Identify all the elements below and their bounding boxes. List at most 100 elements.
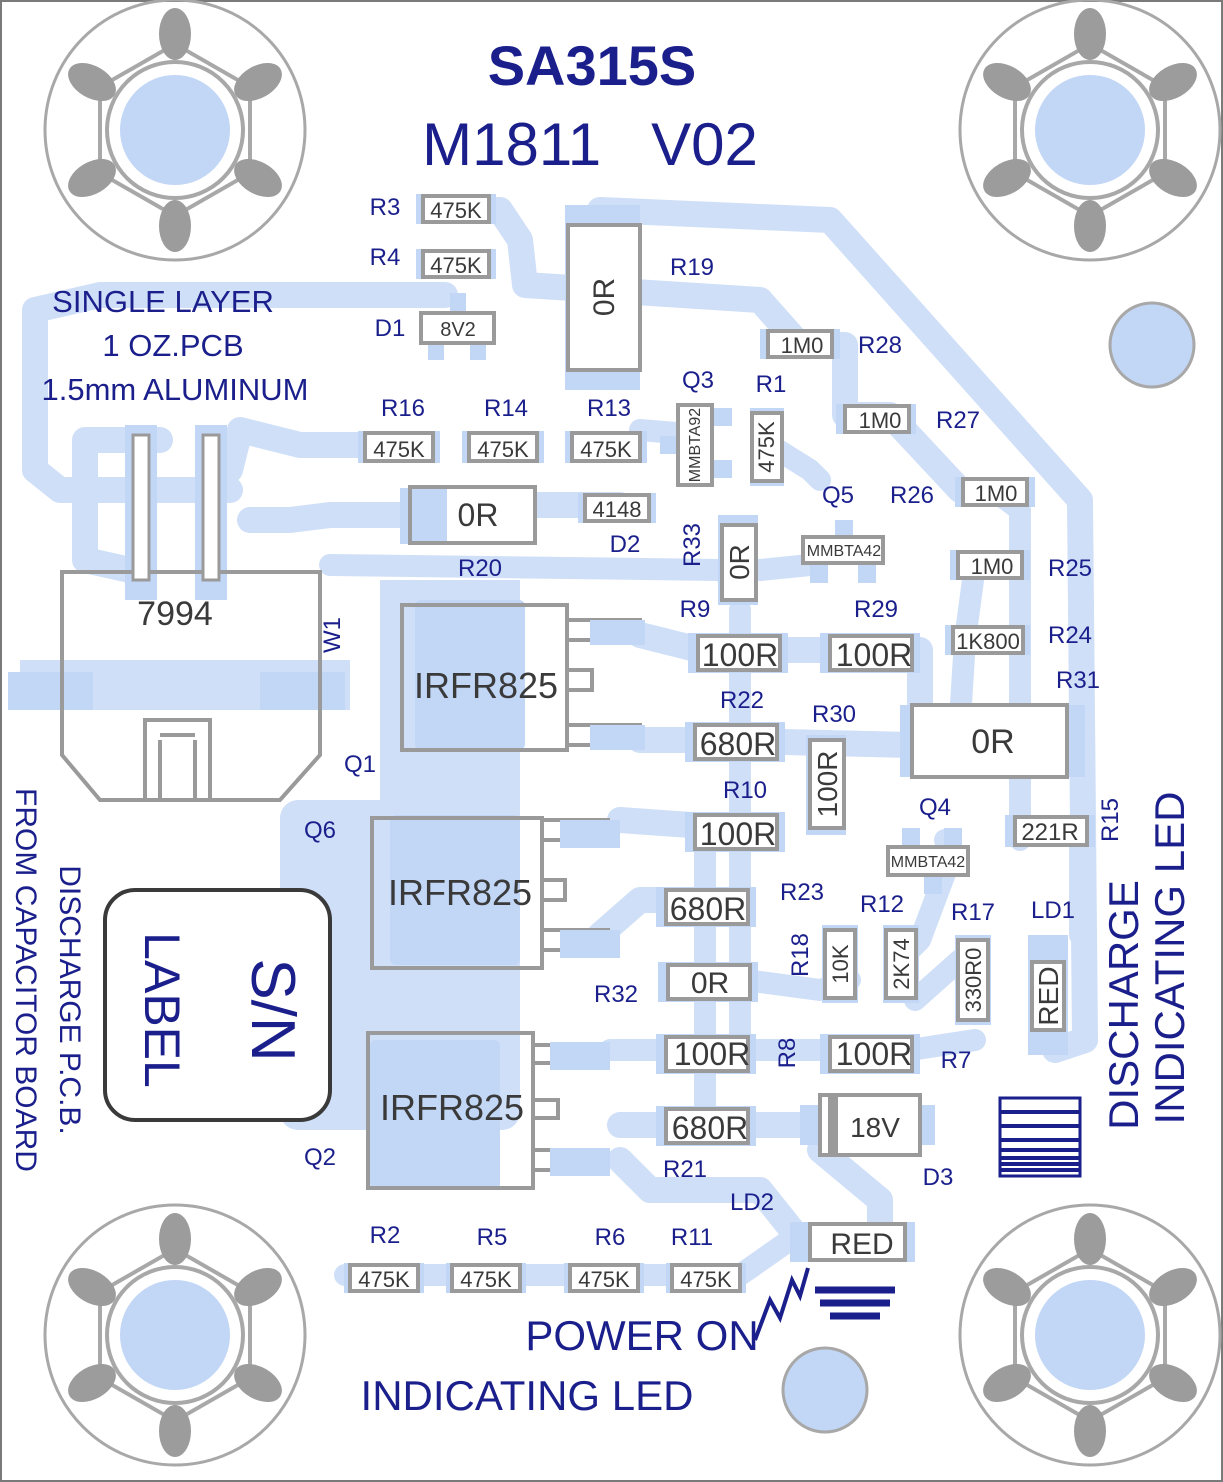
mounting-hole-top-left — [43, 0, 307, 262]
R14-value: 475K — [477, 437, 529, 462]
component-R6: 475K R6 — [564, 1224, 644, 1293]
component-R24: 1K800 R24 — [945, 622, 1092, 655]
R4-value: 475K — [430, 253, 482, 278]
R32-ref: R32 — [594, 981, 638, 1008]
R31-ref: R31 — [1056, 667, 1100, 694]
component-R11: 475K R11 — [666, 1224, 746, 1293]
R28-ref: R28 — [858, 332, 902, 359]
component-R16: 475K R16 — [358, 395, 440, 463]
R2-value: 475K — [358, 1267, 410, 1292]
R1-ref: R1 — [756, 371, 787, 398]
D2-value: 4148 — [593, 497, 642, 522]
Q3-ref: Q3 — [682, 367, 714, 394]
component-R30: 100R R30 — [806, 701, 856, 835]
label-box-sn: S/N — [238, 958, 307, 1061]
R31-value: 0R — [971, 723, 1014, 761]
bottom-caption-line1: POWER ON — [525, 1312, 758, 1359]
R12-value: 2K74 — [889, 938, 914, 989]
Q6-ref: Q6 — [304, 817, 336, 844]
W1-value: 7994 — [137, 595, 213, 633]
board-note-layer: SINGLE LAYER — [52, 284, 274, 319]
R3-value: 475K — [430, 198, 482, 223]
right-caption-line1: DISCHARGE — [1100, 880, 1147, 1130]
LD2-value: RED — [830, 1228, 893, 1261]
R25-value: 1M0 — [971, 554, 1014, 579]
R19-ref: R19 — [670, 254, 714, 281]
component-Q2: IRFR825 Q2 — [304, 1031, 610, 1190]
component-R17: 330R0 R17 — [951, 899, 995, 1025]
R30-value: 100R — [812, 751, 843, 818]
R5-ref: R5 — [477, 1224, 508, 1251]
W1-ref: W1 — [319, 617, 346, 653]
R3-ref: R3 — [370, 194, 401, 221]
R27-value: 1M0 — [859, 408, 902, 433]
component-R7: 100R R7 — [820, 1034, 971, 1074]
board-note-copper: 1 OZ.PCB — [102, 328, 243, 363]
R28-value: 1M0 — [781, 333, 824, 358]
fiducial-hole — [781, 1346, 869, 1434]
R18-value: 10K — [828, 944, 853, 983]
R22-value: 680R — [700, 726, 777, 762]
R7-ref: R7 — [941, 1047, 972, 1074]
fiducial-hole — [1108, 301, 1196, 389]
R7-value: 100R — [836, 1036, 913, 1072]
mounting-hole-top-right — [958, 0, 1222, 262]
component-R21: 680R R21 — [656, 1106, 756, 1183]
R10-value: 100R — [700, 816, 777, 852]
Q6-value: IRFR825 — [388, 872, 532, 913]
D1-ref: D1 — [375, 315, 406, 342]
component-R4: 475K R4 — [370, 244, 496, 279]
board-note-material: 1.5mm ALUMINUM — [42, 372, 309, 407]
component-R28: 1M0 R28 — [760, 329, 902, 359]
R9-value: 100R — [702, 637, 779, 673]
R19-value: 0R — [588, 278, 621, 316]
Q4-value: MMBTA42 — [891, 854, 965, 871]
R14-ref: R14 — [484, 395, 528, 422]
R2-ref: R2 — [370, 1222, 401, 1249]
Q2-ref: Q2 — [304, 1144, 336, 1171]
R16-ref: R16 — [381, 395, 425, 422]
component-D3: 18V D3 — [800, 1093, 953, 1191]
left-caption-line1: DISCHARGE P.C.B. — [53, 865, 86, 1135]
component-R25: 1M0 R25 — [950, 550, 1092, 582]
component-Q4: MMBTA42 Q4 — [886, 794, 970, 894]
mounting-hole-bottom-right — [958, 1203, 1222, 1467]
R33-ref: R33 — [679, 523, 706, 567]
R17-ref: R17 — [951, 899, 995, 926]
R4-ref: R4 — [370, 244, 401, 271]
Q5-ref: Q5 — [822, 482, 854, 509]
component-R1: 475K R1 — [750, 371, 786, 486]
component-R3: 475K R3 — [370, 194, 496, 224]
Q2-value: IRFR825 — [380, 1087, 524, 1128]
R26-ref: R26 — [890, 482, 934, 509]
R24-value: 1K800 — [956, 629, 1020, 654]
component-R9: 100R R9 — [680, 596, 788, 673]
component-R2: 475K R2 — [344, 1222, 424, 1293]
led-symbol-icon — [753, 1267, 895, 1341]
R11-value: 475K — [680, 1267, 732, 1292]
R26-value: 1M0 — [975, 481, 1018, 506]
R27-ref: R27 — [936, 407, 980, 434]
LD2-ref: LD2 — [730, 1189, 774, 1216]
R24-ref: R24 — [1048, 622, 1092, 649]
component-D1: 8V2 D1 — [375, 293, 496, 360]
R21-ref: R21 — [663, 1156, 707, 1183]
component-R23: 680R R23 — [656, 879, 824, 927]
Q1-value: IRFR825 — [414, 665, 558, 706]
LD1-value: RED — [1033, 966, 1064, 1025]
right-caption-line2: INDICATING LED — [1146, 792, 1193, 1125]
R15-ref: R15 — [1097, 798, 1124, 842]
R13-ref: R13 — [587, 395, 631, 422]
component-R8: 100R R8 — [656, 1034, 801, 1074]
R20-value: 0R — [458, 497, 499, 533]
left-caption-line2: FROM CAPACITOR BOARD — [9, 788, 42, 1172]
R17-value: 330R0 — [961, 948, 986, 1013]
R29-value: 100R — [836, 637, 913, 673]
R12-ref: R12 — [860, 891, 904, 918]
component-R19: 0R R19 — [565, 205, 714, 390]
component-R12: 2K74 R12 — [860, 891, 919, 1003]
component-LD1: RED LD1 — [1028, 897, 1075, 1055]
component-Q6: IRFR825 Q6 — [304, 815, 620, 970]
R6-ref: R6 — [595, 1224, 626, 1251]
